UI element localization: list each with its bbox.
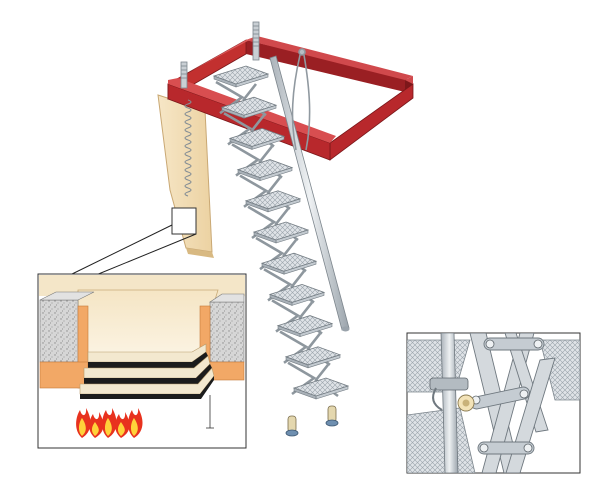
flame-core [78, 418, 86, 436]
handrail-pole [269, 55, 350, 332]
ladder-tread [260, 252, 318, 272]
ladder-tread [220, 96, 278, 116]
hinge-mechanism-closeup-detail [406, 332, 581, 474]
thickness-dimension-line [206, 395, 214, 429]
spring-post-right [252, 21, 260, 61]
ladder-tread [292, 377, 350, 397]
spring-post-left [180, 61, 188, 89]
flame-core [117, 422, 125, 436]
ladder-tread [284, 346, 342, 366]
ladder-foot-pad [285, 429, 299, 437]
ladder-tread [212, 65, 270, 85]
fire-flames [76, 408, 143, 438]
counterbalance-rod [291, 48, 311, 151]
insulation-block-right [199, 293, 245, 381]
ladder-tread [228, 127, 286, 147]
ladder-tread [252, 221, 310, 241]
hinge-clamp-bracket [429, 377, 475, 412]
ladder-tread [244, 190, 302, 210]
flame-core [91, 422, 99, 436]
ladder-foot-pad [325, 419, 339, 427]
hatch-layer-stack [79, 343, 215, 399]
detail-marker-box [171, 207, 197, 235]
hatch-spring-coil [184, 99, 192, 197]
callout-leader-lines [69, 207, 197, 276]
ladder-tread [236, 159, 294, 179]
scissor-ladder [212, 65, 350, 437]
ladder-tread [276, 315, 334, 335]
ladder-tread [268, 283, 326, 303]
flame-core [104, 418, 112, 436]
insulation-block-left [39, 291, 95, 389]
fire-rated-hatch-section-detail [37, 273, 247, 449]
flame-core [130, 418, 138, 436]
